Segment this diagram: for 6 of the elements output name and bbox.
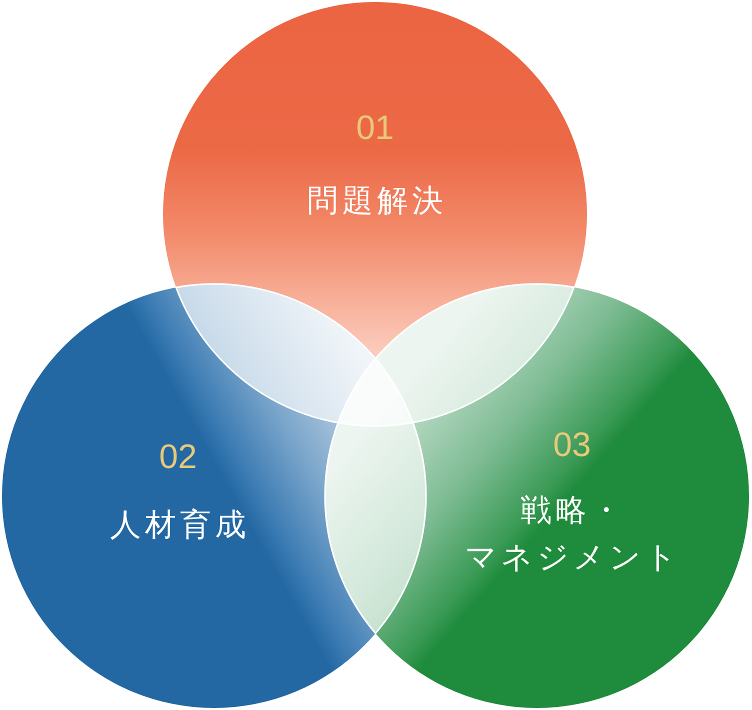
title-label: 人材育成 (109, 506, 250, 544)
number-label: 01 (356, 111, 394, 145)
title-label: 問題解決 (306, 182, 447, 220)
number-label: 03 (553, 428, 591, 462)
title-label: 戦略・マネジメント (464, 492, 681, 576)
number-label: 02 (159, 440, 197, 474)
